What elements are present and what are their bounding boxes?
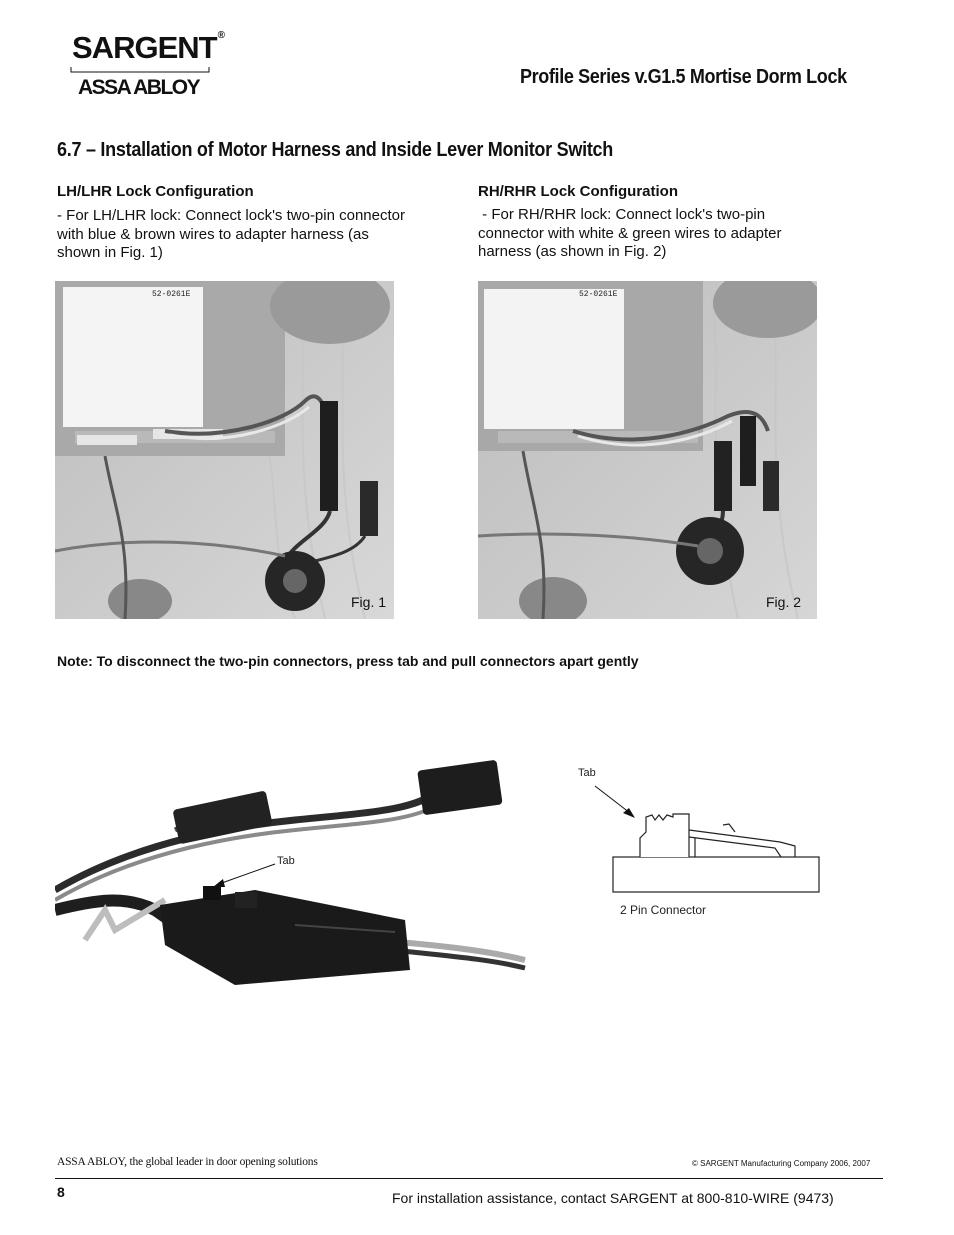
sargent-logo: SARGENT®	[72, 30, 225, 66]
photo-tab-arrow-icon	[213, 863, 276, 887]
lh-heading: LH/LHR Lock Configuration	[57, 183, 254, 200]
board-code: 52-0261E	[152, 290, 191, 299]
footer-divider	[55, 1178, 883, 1179]
brand-name: SARGENT	[72, 30, 218, 65]
section-title: 6.7 – Installation of Motor Harness and …	[57, 139, 614, 161]
fig2-photo	[478, 281, 817, 619]
lh-instructions: - For LH/LHR lock: Connect lock's two-pi…	[57, 207, 405, 261]
page-number: 8	[57, 1184, 65, 1200]
rh-instructions: - For RH/RHR lock: Connect lock's two-pi…	[478, 206, 786, 260]
fig2-label: Fig. 2	[766, 594, 802, 610]
fig1-board-label: 52-0261E	[64, 290, 224, 420]
diagram-tab-label: Tab	[578, 767, 596, 779]
board-code-2: 52-0261E	[579, 290, 618, 299]
footer-copyright: © SARGENT Manufacturing Company 2006, 20…	[692, 1159, 871, 1168]
rh-heading: RH/RHR Lock Configuration	[478, 183, 678, 200]
footer-tagline: ASSA ABLOY, the global leader in door op…	[57, 1156, 318, 1168]
document-title: Profile Series v.G1.5 Mortise Dorm Lock	[520, 66, 847, 88]
diagram-caption: 2 Pin Connector	[620, 903, 707, 917]
disconnect-note: Note: To disconnect the two-pin connecto…	[57, 653, 639, 669]
logo-bracket	[70, 67, 210, 73]
connector-photo	[53, 760, 530, 1015]
registered-mark: ®	[217, 30, 225, 41]
fig1-photo	[55, 281, 394, 619]
assa-abloy-logo: ASSA ABLOY	[78, 76, 201, 99]
fig1-label: Fig. 1	[351, 594, 387, 610]
footer-contact: For installation assistance, contact SAR…	[392, 1190, 834, 1206]
two-pin-connector-diagram	[594, 785, 820, 893]
photo-tab-label: Tab	[277, 855, 295, 867]
